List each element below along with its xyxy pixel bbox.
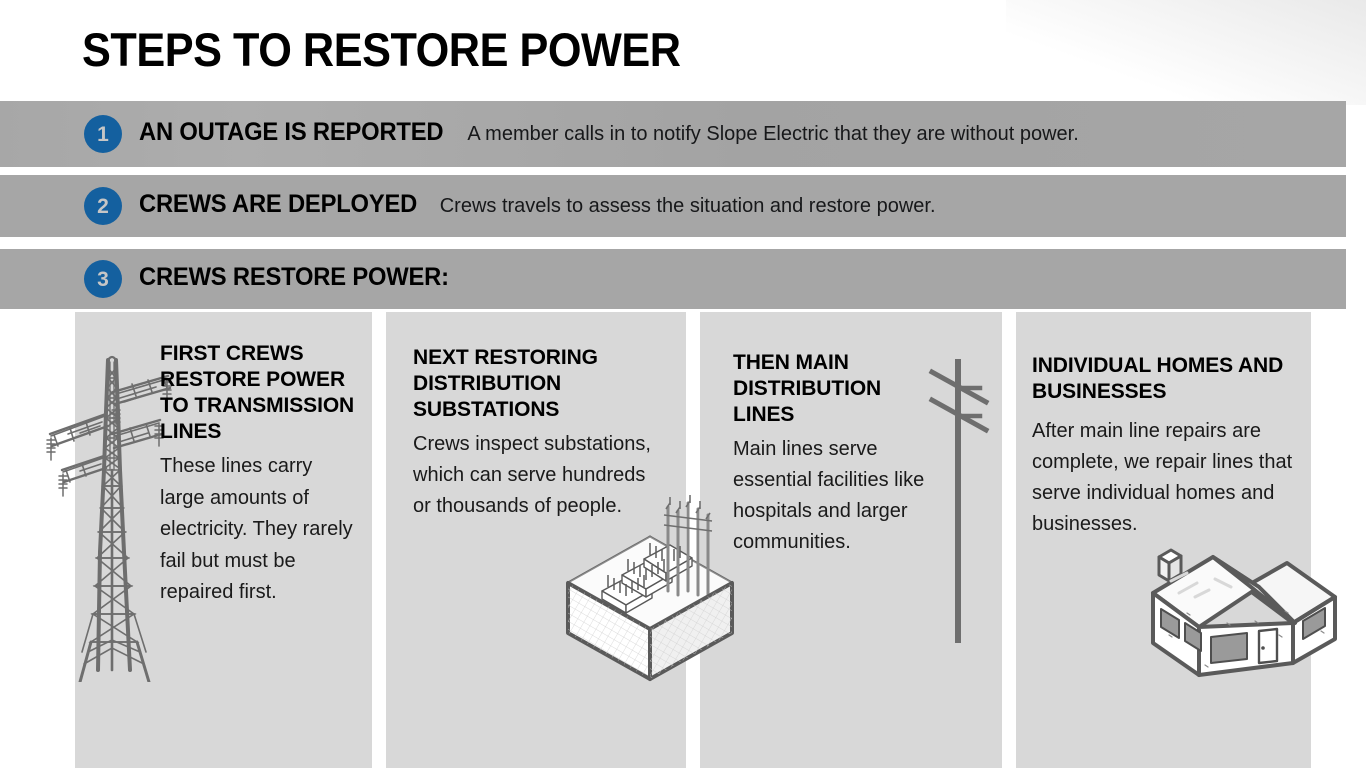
- info-card-substations: NEXT RESTORING DISTRIBUTION SUBSTATIONS …: [386, 312, 686, 768]
- step-text-1: AN OUTAGE IS REPORTED A member calls in t…: [139, 118, 1079, 147]
- step-row-3: 3 CREWS RESTORE POWER:: [0, 249, 1346, 309]
- card-text-3: Main lines serve essential facilities li…: [733, 438, 925, 553]
- step-number-badge-2: 2: [84, 187, 122, 225]
- transmission-tower-icon: [20, 352, 180, 684]
- step-description-2: Crews travels to assess the situation an…: [439, 195, 936, 217]
- card-heading-3: THEN MAIN DISTRIBUTION LINES: [733, 351, 882, 426]
- card-text-2: Crews inspect substations, which can ser…: [413, 433, 651, 517]
- step-text-3: CREWS RESTORE POWER:: [139, 263, 465, 292]
- step-row-1: 1 AN OUTAGE IS REPORTED A member calls in…: [0, 101, 1346, 167]
- card-heading-2: NEXT RESTORING DISTRIBUTION SUBSTATIONS: [413, 346, 598, 421]
- info-card-homes-and-businesses: INDIVIDUAL HOMES AND BUSINESSES After ma…: [1016, 312, 1311, 768]
- page-title: STEPS TO RESTORE POWER: [82, 23, 681, 76]
- step-number-badge-3: 3: [84, 260, 122, 298]
- step-heading-1: AN OUTAGE IS REPORTED: [139, 118, 444, 146]
- house-icon: [1135, 535, 1350, 710]
- card-heading-1: FIRST CREWS RESTORE POWER TO TRANSMISSIO…: [160, 342, 355, 443]
- step-row-2: 2 CREWS ARE DEPLOYED Crews travels to ass…: [0, 175, 1346, 237]
- corner-gradient-decoration: [1006, 0, 1366, 105]
- info-card-transmission-lines: FIRST CREWS RESTORE POWER TO TRANSMISSIO…: [75, 312, 372, 768]
- card-heading-4: INDIVIDUAL HOMES AND BUSINESSES: [1032, 354, 1284, 403]
- card-body-2: NEXT RESTORING DISTRIBUTION SUBSTATIONS …: [413, 345, 653, 522]
- step-description-1: A member calls in to notify Slope Electr…: [467, 123, 1079, 145]
- step-heading-3: CREWS RESTORE POWER:: [139, 263, 449, 291]
- card-body-1: FIRST CREWS RESTORE POWER TO TRANSMISSIO…: [160, 341, 360, 609]
- card-text-4: After main line repairs are complete, we…: [1032, 420, 1293, 535]
- step-heading-2: CREWS ARE DEPLOYED: [139, 190, 418, 218]
- card-body-3: THEN MAIN DISTRIBUTION LINES Main lines …: [733, 350, 943, 558]
- utility-pole-icon: [920, 358, 1000, 643]
- step-text-2: CREWS ARE DEPLOYED Crews travels to asses…: [139, 190, 936, 219]
- info-card-main-distribution-lines: THEN MAIN DISTRIBUTION LINES Main lines …: [700, 312, 1002, 768]
- card-text-1: These lines carry large amounts of elect…: [160, 455, 353, 603]
- step-number-badge-1: 1: [84, 115, 122, 153]
- substation-icon: [560, 495, 745, 695]
- card-body-4: INDIVIDUAL HOMES AND BUSINESSES After ma…: [1032, 353, 1300, 540]
